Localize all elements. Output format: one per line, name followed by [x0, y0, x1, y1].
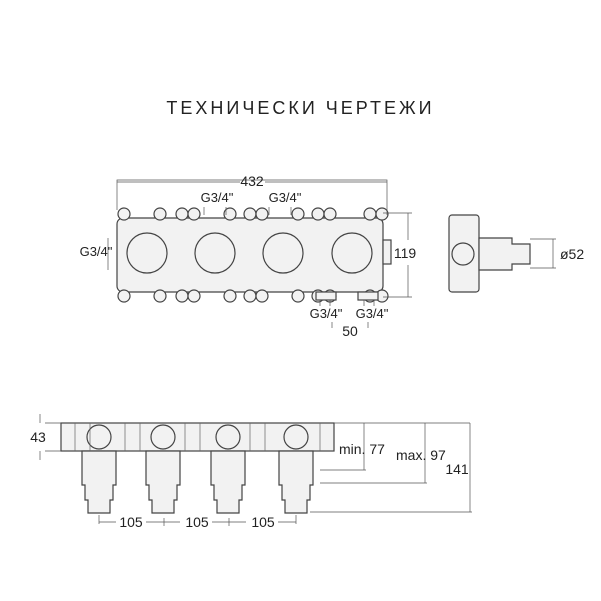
mounting-lug [255, 289, 269, 303]
mounting-lug [323, 207, 337, 221]
front-view-body [60, 422, 335, 514]
mounting-lug [153, 207, 167, 221]
mounting-lug [117, 289, 131, 303]
thread-label-left: G3/4" [80, 244, 113, 259]
spacing-dimension-2: 105 [185, 514, 209, 530]
mounting-lug [363, 207, 377, 221]
mounting-lug [187, 207, 201, 221]
side-view-body: ø52 [448, 214, 584, 293]
spacing-dimension-3: 105 [251, 514, 275, 530]
outlet-stem [81, 450, 117, 514]
mounting-lug [243, 207, 257, 221]
mounting-lug [223, 289, 237, 303]
mounting-lug [187, 289, 201, 303]
diameter-dimension: ø52 [560, 246, 584, 262]
top-view-dimensions: 432 G3/4" G3/4" G3/4" 119 G3/4" G3/4" 50 [80, 173, 417, 339]
mounting-lug [117, 207, 131, 221]
total-depth-dimension: 141 [445, 461, 469, 477]
outlet-stem [278, 450, 314, 514]
mounting-lug [311, 207, 325, 221]
thread-label-top-2: G3/4" [269, 190, 302, 205]
spacing-dimension-1: 105 [119, 514, 143, 530]
mounting-lug [291, 207, 305, 221]
front-view-dimensions: 43 min. 77 max. 97 141 105 105 105 [30, 414, 472, 530]
valve-port [215, 424, 241, 450]
thread-label-top-1: G3/4" [201, 190, 234, 205]
width-dimension: 432 [240, 173, 264, 189]
thread-label-bottom-2: G3/4" [356, 306, 389, 321]
mounting-lug [255, 207, 269, 221]
thread-label-bottom-1: G3/4" [310, 306, 343, 321]
valve-port [150, 424, 176, 450]
mounting-lug [243, 289, 257, 303]
spacing-dimension: 50 [342, 323, 358, 339]
page-title: ТЕХНИЧЕСКИ ЧЕРТЕЖИ [166, 98, 435, 118]
valve-port [86, 424, 112, 450]
outlet-stem [145, 450, 181, 514]
min-depth-dimension: min. 77 [339, 441, 385, 457]
mounting-lug [291, 289, 305, 303]
valve-port [283, 424, 309, 450]
max-depth-dimension: max. 97 [396, 447, 446, 463]
mounting-lug [375, 207, 389, 221]
mounting-lug [153, 289, 167, 303]
mounting-lug [175, 289, 189, 303]
mounting-lug [175, 207, 189, 221]
outlet-stem [210, 450, 246, 514]
height-dimension: 119 [394, 245, 417, 261]
mounting-lug [223, 207, 237, 221]
depth-dimension: 43 [30, 429, 46, 445]
top-view-body [116, 207, 392, 303]
